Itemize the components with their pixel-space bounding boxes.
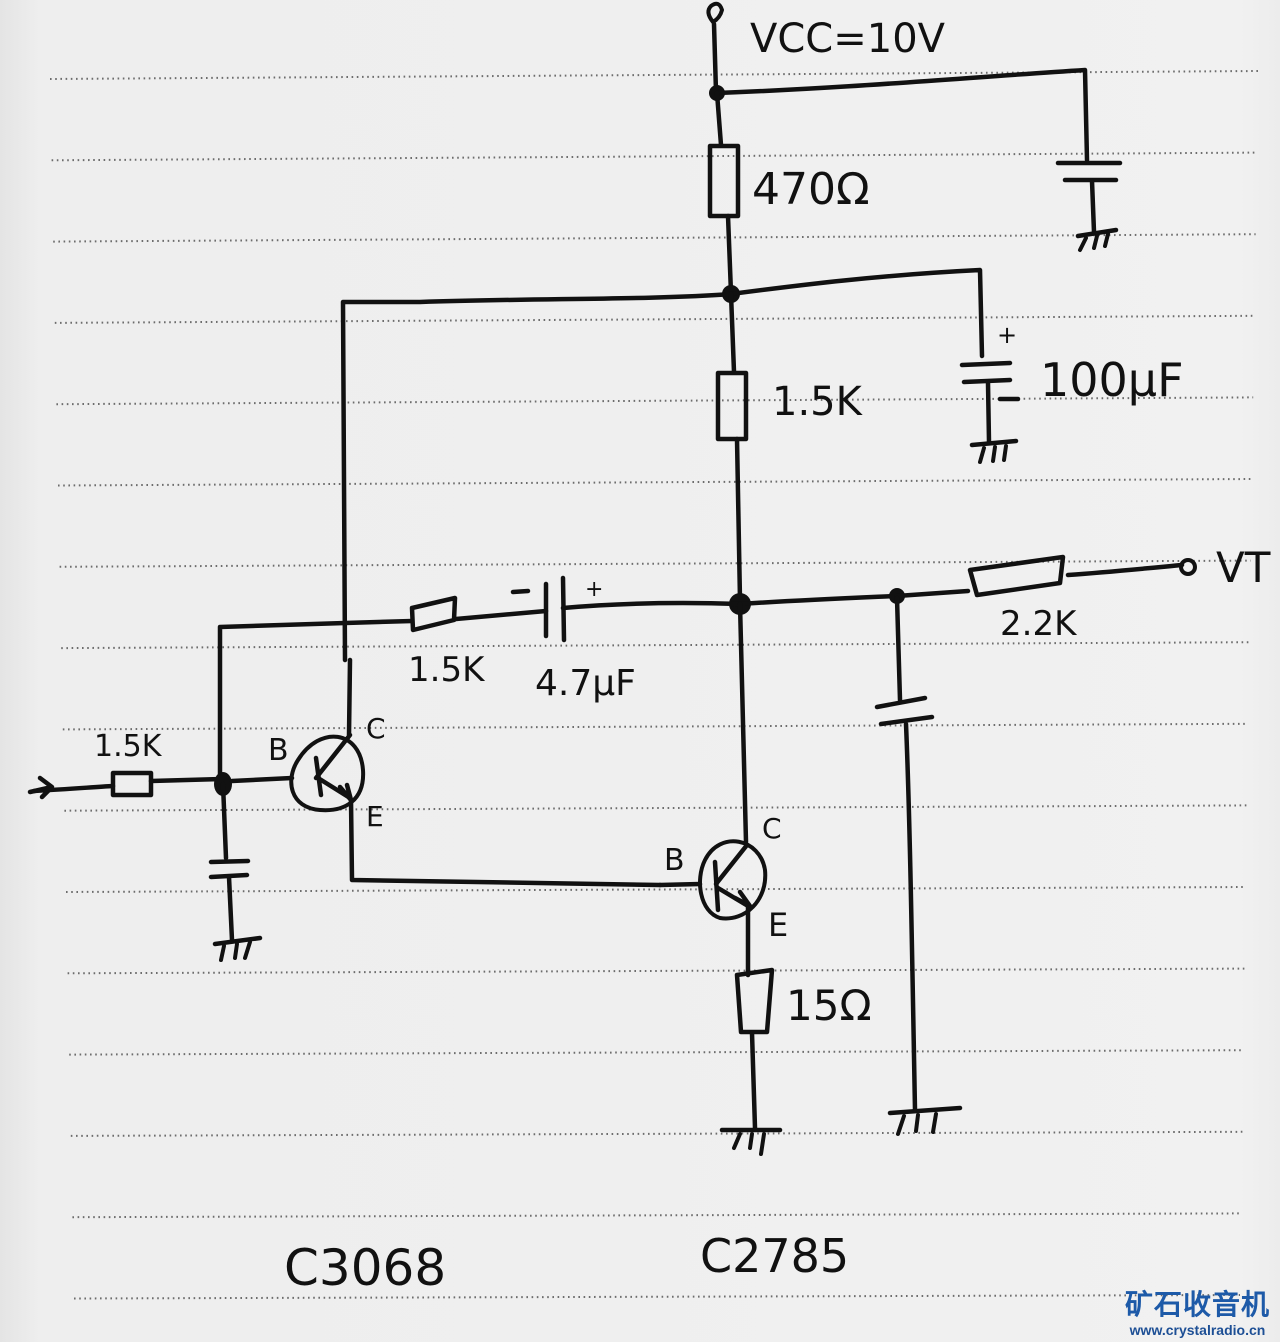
watermark-title: 矿石收音机 — [1124, 1288, 1270, 1321]
plus-sign: + — [997, 321, 1017, 349]
q1-base-label: B — [268, 733, 289, 768]
wire — [220, 781, 229, 861]
wire — [894, 588, 971, 599]
ruled-line — [57, 478, 1253, 487]
ruled-line — [73, 1294, 1241, 1300]
ruled-line — [72, 1212, 1242, 1219]
q2-part-number: C2785 — [700, 1229, 849, 1283]
output-terminal — [1179, 558, 1197, 576]
q1-part-number: C3068 — [284, 1239, 446, 1297]
resistor-input-1k5 — [110, 770, 154, 798]
vcc-label: VCC=10V — [750, 16, 946, 62]
ruled-line — [53, 233, 1256, 243]
output-label: VT — [1216, 543, 1271, 592]
resistor-output-2k2 — [967, 554, 1066, 598]
ground-symbol — [719, 1127, 783, 1156]
plus-sign: + — [585, 577, 603, 602]
ruled-line — [62, 722, 1249, 731]
ruled-line — [69, 1049, 1244, 1056]
wire — [728, 267, 985, 359]
resistor-feedback-1k5 — [409, 595, 458, 633]
vcc-terminal — [706, 1, 724, 95]
wire — [725, 213, 734, 296]
wire — [560, 600, 743, 611]
q1-emitter-label: E — [366, 800, 384, 833]
q2-base-label: B — [664, 843, 685, 878]
watermark: 矿石收音机 www.crystalradio.cn — [1125, 1288, 1270, 1338]
ground-symbol — [969, 438, 1019, 464]
wire — [229, 775, 295, 784]
capacitor-100uf-label: 100μF — [1040, 353, 1184, 407]
ruled-line — [59, 559, 1251, 568]
ruled-lines — [49, 70, 1259, 1300]
minus-sign — [510, 588, 531, 595]
ruled-line — [64, 804, 1248, 812]
ruled-line — [51, 151, 1257, 162]
wire — [903, 721, 918, 1113]
capacitor-4u7-label: 4.7μF — [535, 663, 636, 704]
ruled-line — [70, 1130, 1243, 1137]
ruled-line — [54, 314, 1255, 324]
resistor-470 — [707, 143, 741, 219]
ground-symbol — [212, 935, 263, 962]
wire — [1065, 562, 1185, 578]
q2-collector-label: C — [762, 812, 782, 845]
vcc-rail-wire — [714, 67, 1090, 163]
resistor-emitter-15 — [734, 967, 775, 1035]
ruled-line — [56, 396, 1254, 406]
q1-collector-label: C — [366, 712, 386, 745]
wire — [737, 601, 749, 845]
ruled-line — [65, 886, 1247, 893]
ruled-line — [61, 641, 1250, 650]
wire — [453, 608, 549, 622]
transistor-q1 — [289, 657, 663, 888]
wire — [737, 593, 898, 607]
capacitor-input-shunt — [208, 858, 251, 880]
ruled-line — [49, 70, 1259, 80]
resistor-collector-1k5 — [715, 370, 749, 442]
electrolytic-capacitor-100uf: + — [959, 321, 1021, 464]
wire — [148, 776, 225, 784]
capacitor-output-shunt — [874, 695, 935, 727]
ground-symbol — [1075, 227, 1119, 252]
resistor-output-label: 2.2K — [1000, 604, 1078, 644]
wire — [734, 436, 743, 603]
resistor-collector-label: 1.5K — [772, 379, 864, 425]
q2-emitter-label: E — [768, 906, 788, 944]
wire — [749, 1030, 758, 1131]
wire — [340, 291, 734, 663]
electrolytic-capacitor-4u7: + — [510, 575, 603, 643]
transistor-q2 — [657, 839, 768, 921]
bypass-capacitor-top — [1055, 160, 1123, 252]
wire — [226, 874, 235, 943]
ruled-line — [67, 967, 1245, 975]
wire — [217, 618, 415, 783]
input-arrow-icon — [27, 775, 55, 800]
resistor-feedback-label: 1.5K — [408, 650, 486, 690]
wire — [894, 595, 903, 703]
resistor-470-label: 470Ω — [752, 164, 870, 215]
wire — [714, 90, 724, 148]
wire — [31, 783, 116, 794]
resistor-emitter-label: 15Ω — [786, 981, 872, 1030]
watermark-url: www.crystalradio.cn — [1129, 1322, 1266, 1338]
resistor-input-label: 1.5K — [94, 729, 163, 764]
wire — [728, 291, 737, 375]
ground-symbol — [887, 1105, 963, 1136]
